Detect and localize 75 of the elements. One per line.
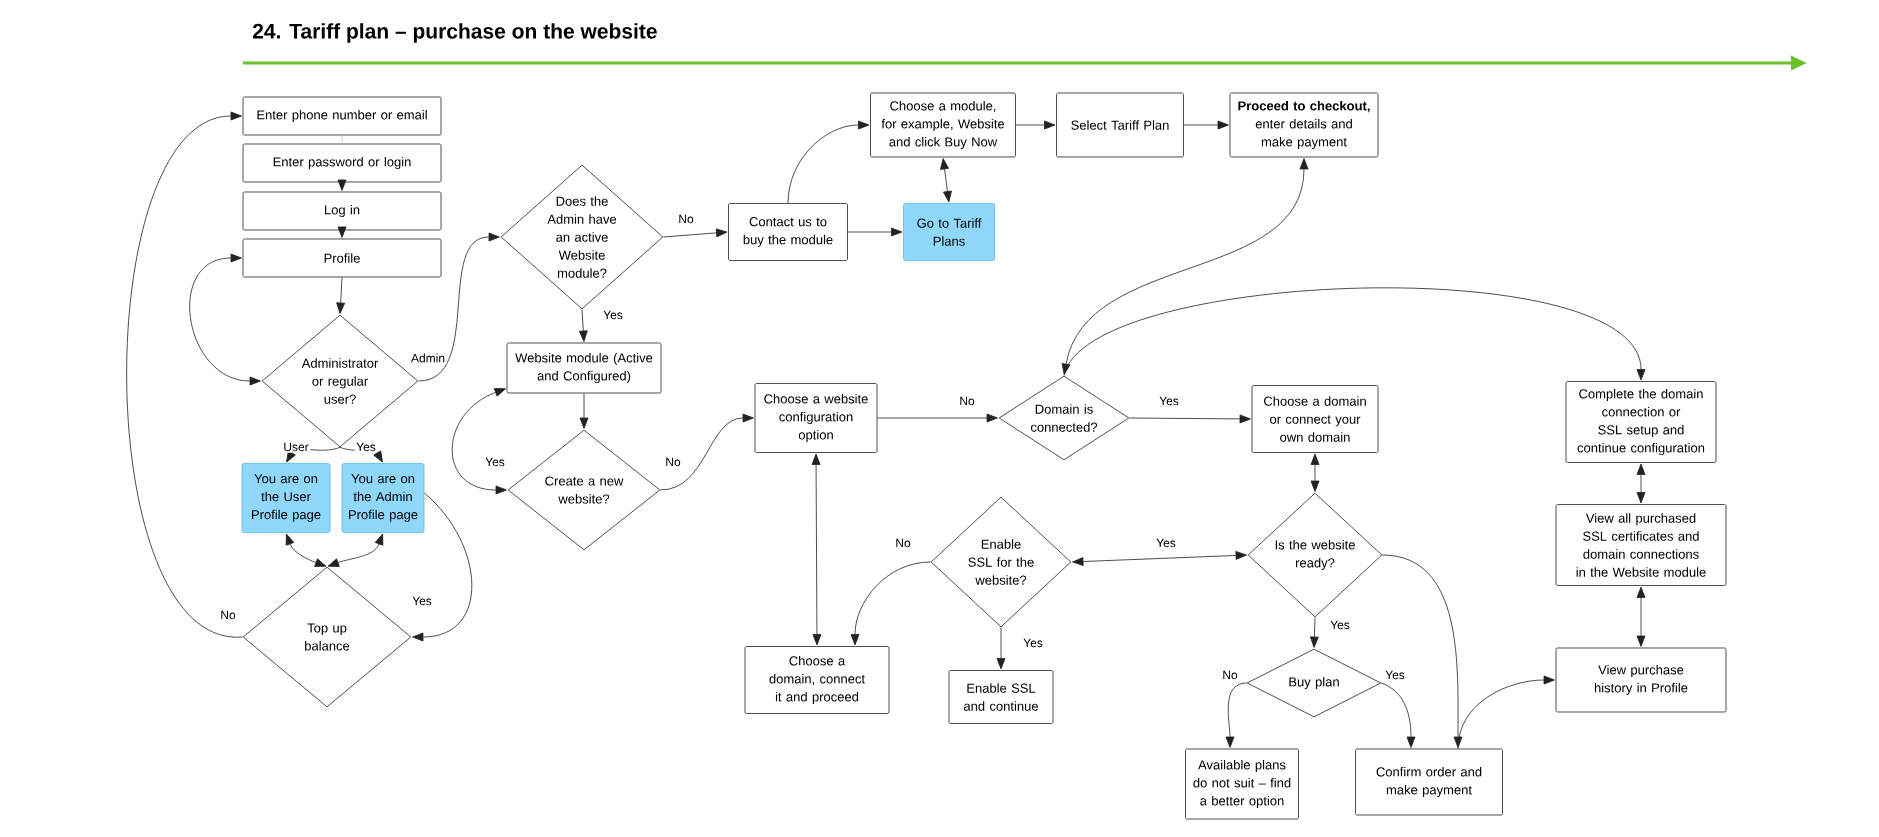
arrow (1309, 617, 1319, 648)
arrow (579, 393, 589, 429)
arrow (1015, 120, 1056, 130)
arrow (787, 120, 870, 204)
arrow (1636, 463, 1646, 504)
arrow (337, 179, 347, 191)
arrow (1183, 120, 1229, 130)
arrow (1072, 551, 1247, 566)
process-box: Contact us to buy the module (728, 203, 848, 261)
edge-label: Yes (601, 309, 625, 321)
arrow (847, 227, 903, 237)
arrow (337, 226, 347, 238)
edge-label: User (281, 441, 311, 453)
process-box: Proceed to checkout, enter details and make payment (1229, 92, 1379, 158)
edge-label: Yes (1157, 395, 1181, 407)
process-box: Enter phone number or email (242, 96, 442, 136)
process-box: Confirm order and make payment (1355, 748, 1503, 816)
arrow (578, 309, 588, 342)
arrow (660, 413, 754, 491)
process-box: Choose a website configuration option (754, 383, 878, 453)
process-box: Select Tariff Plan (1056, 92, 1184, 158)
arrow (1129, 414, 1251, 424)
edge-label: Yes (354, 441, 378, 453)
arrow (1310, 453, 1320, 492)
arrow (1382, 554, 1463, 748)
arrow (811, 453, 822, 646)
arrow (336, 277, 346, 314)
arrow (996, 627, 1006, 670)
edge-label: Admin (409, 352, 447, 364)
process-box: Log in (242, 191, 442, 231)
process-box: Choose a domain, connect it and proceed (744, 646, 890, 714)
edge-label: No (957, 395, 977, 407)
edge-label: No (218, 609, 238, 621)
process-box: Available plans do not suit – find a better option (1185, 748, 1299, 820)
edge-label: No (1220, 669, 1240, 681)
edge-label: Yes (1021, 637, 1045, 649)
process-box: Enter password or login (242, 143, 442, 183)
edge-label: No (676, 213, 696, 225)
edge-label: Yes (410, 595, 434, 607)
arrow (1381, 682, 1416, 748)
arrow (1063, 287, 1646, 381)
arrow (126, 111, 243, 638)
highlight-box: You are on the User Profile page (241, 463, 331, 533)
process-box: Choose a domain or connect your own domain (1251, 385, 1379, 453)
edge-label: No (663, 456, 683, 468)
arrow (327, 533, 384, 567)
arrow (285, 533, 327, 567)
arrow (1225, 682, 1247, 748)
arrow (339, 447, 383, 463)
arrow (189, 253, 261, 386)
edge-label: Yes (1328, 619, 1352, 631)
process-box: Enable SSL and continue (948, 670, 1054, 724)
arrow (850, 561, 931, 646)
arrow (1636, 586, 1646, 647)
edge-label: No (893, 537, 913, 549)
title: 24. Tariff plan – purchase on the website (252, 23, 657, 43)
edge-label: Yes (1383, 669, 1407, 681)
arrow (940, 158, 952, 203)
highlight-box: Go to Tariff Plans (903, 203, 995, 261)
edge-label: Yes (1154, 537, 1178, 549)
arrow (1061, 158, 1309, 375)
arrow (1457, 675, 1555, 749)
process-box: Choose a module, for example, Website and click Buy Now (870, 92, 1016, 158)
arrow (412, 492, 473, 642)
arrow (451, 388, 507, 495)
process-box: View all purchased SSL certificates and domain connections in the Website module (1555, 504, 1727, 586)
process-box: Profile (242, 238, 442, 278)
highlight-box: You are on the Admin Profile page (341, 463, 425, 533)
arrow (663, 228, 728, 238)
edge-label: Yes (483, 456, 507, 468)
process-box: View purchase history in Profile (1555, 647, 1727, 713)
arrow (418, 232, 500, 382)
process-box: Website module (Active and Configured) (506, 342, 662, 394)
process-box: Complete the domain connection or SSL setup and continue configuration (1565, 381, 1717, 463)
arrow (877, 413, 998, 423)
